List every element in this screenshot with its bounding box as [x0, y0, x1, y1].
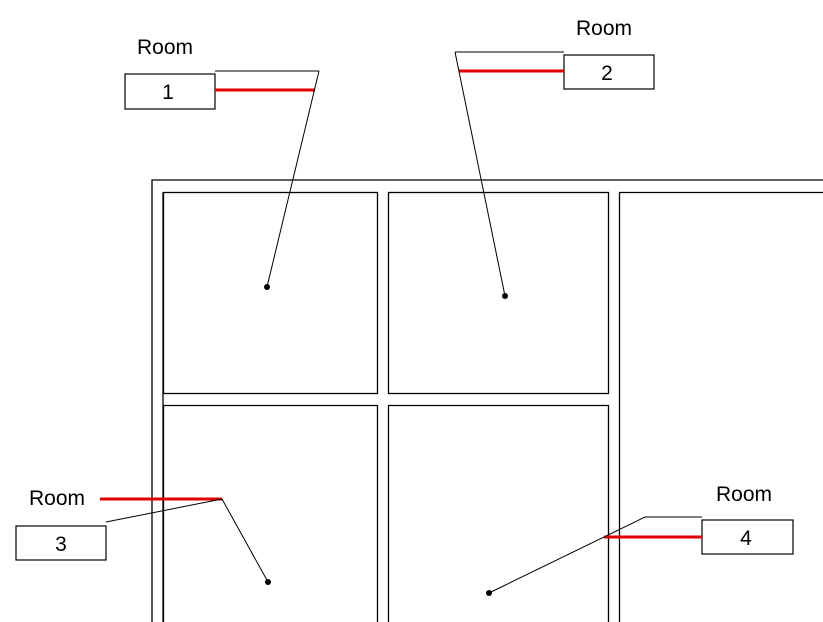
leader-endpoint: [486, 590, 492, 596]
leader-line: [454, 51, 506, 297]
leader-endpoint: [264, 284, 270, 290]
room-tag-label: Room: [576, 17, 632, 40]
leader-line: [105, 498, 223, 523]
room-number: 1: [162, 81, 174, 104]
leader-endpoint: [502, 293, 508, 299]
room-number-box[interactable]: [124, 73, 216, 110]
room-tag-1[interactable]: Room 1: [124, 36, 320, 290]
leader-line: [266, 70, 320, 288]
room-tag-label: Room: [137, 36, 193, 59]
leader-line: [488, 516, 646, 594]
room-tag-2[interactable]: Room 2: [454, 17, 655, 299]
room-outline-1[interactable]: [162, 191, 379, 395]
room-number-box[interactable]: [563, 54, 655, 90]
room-tag-label: Room: [716, 483, 772, 506]
room-number: 2: [601, 62, 613, 85]
corridor-wall: [618, 191, 823, 622]
room-outline-3[interactable]: [162, 404, 379, 622]
room-outline-4[interactable]: [387, 404, 610, 622]
outer-wall: [151, 179, 823, 622]
leader-line: [221, 498, 269, 583]
leader-endpoint: [265, 579, 271, 585]
room-number-box[interactable]: [15, 525, 107, 561]
room-outline-2[interactable]: [387, 191, 610, 395]
room-number: 4: [740, 527, 752, 550]
room-tag-4[interactable]: Room 4: [486, 483, 794, 596]
room-tag-label: Room: [29, 487, 85, 510]
room-number-box[interactable]: [701, 519, 794, 555]
room-number: 3: [55, 533, 67, 556]
room-tag-3[interactable]: Room 3: [15, 487, 271, 585]
